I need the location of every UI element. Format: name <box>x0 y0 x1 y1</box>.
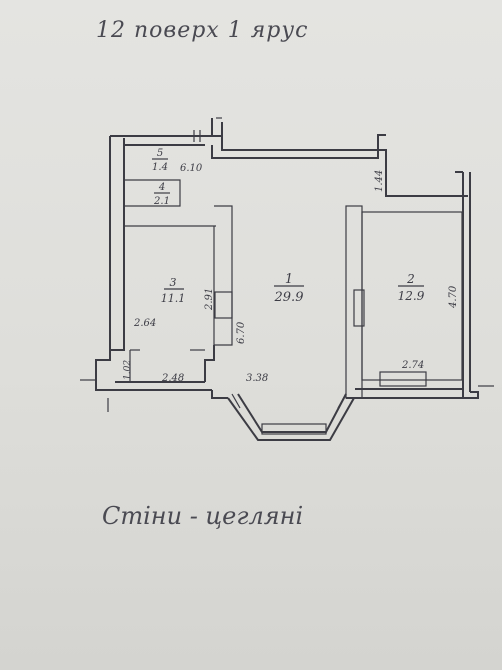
room-number: 5 <box>157 148 163 159</box>
room-area: 2.1 <box>153 196 170 207</box>
room-area: 12.9 <box>398 289 425 303</box>
dimension-label: 6.10 <box>180 163 203 174</box>
room-area: 29.9 <box>274 290 304 305</box>
dimension-label: 2.48 <box>161 373 184 384</box>
dimension-label: 6.70 <box>236 321 247 344</box>
floor-title: 12 поверх 1 ярус <box>96 18 309 43</box>
room-number: 1 <box>285 272 293 287</box>
interior-walls <box>124 179 463 435</box>
dimension-label: 2.64 <box>133 318 156 329</box>
room-number: 3 <box>170 276 177 289</box>
room-area: 1.4 <box>152 162 168 173</box>
dimension-label: 2.74 <box>401 360 424 371</box>
dimension-label: 3.38 <box>246 373 268 384</box>
room-number: 4 <box>158 182 165 193</box>
wall-marks <box>80 117 494 412</box>
dimension-label: 2.91 <box>204 288 215 311</box>
dimension-label: 1.02 <box>123 360 133 380</box>
dimension-labels: 6.10 1.44 4.70 2.91 6.70 2.64 1.02 2.48 … <box>123 163 459 384</box>
dimension-label: 4.70 <box>448 285 459 309</box>
room-labels: 5 1.4 4 2.1 3 11.1 1 29.9 2 12.9 <box>152 148 425 305</box>
walls-caption: Стіни - цегляні <box>102 502 304 530</box>
room-number: 2 <box>406 272 415 286</box>
room-area: 11.1 <box>161 292 186 305</box>
dimension-label: 1.44 <box>374 170 385 192</box>
outer-walls <box>95 118 479 441</box>
